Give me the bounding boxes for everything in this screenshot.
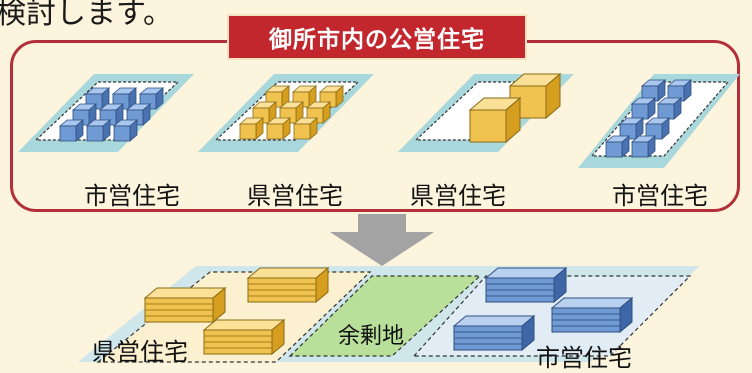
site-label-1: 市営住宅 (84, 182, 180, 210)
lot-3 (398, 73, 574, 152)
lot-2 (198, 74, 374, 152)
site-label-3: 県営住宅 (410, 182, 506, 210)
merged-label-surplus: 余剰地 (338, 324, 405, 349)
header-text-fragment: 検討します。 (0, 0, 173, 31)
lot-1 (18, 74, 194, 152)
merged-site (78, 266, 700, 363)
site-label-4: 市営住宅 (612, 182, 708, 210)
merged-label-municipal: 市営住宅 (536, 344, 632, 372)
merged-label-prefectural: 県営住宅 (92, 338, 188, 366)
down-arrow-icon (330, 214, 434, 266)
lot-4 (578, 74, 740, 168)
site-label-2: 県営住宅 (247, 182, 343, 210)
banner-title: 御所市内の公営住宅 (227, 14, 527, 60)
